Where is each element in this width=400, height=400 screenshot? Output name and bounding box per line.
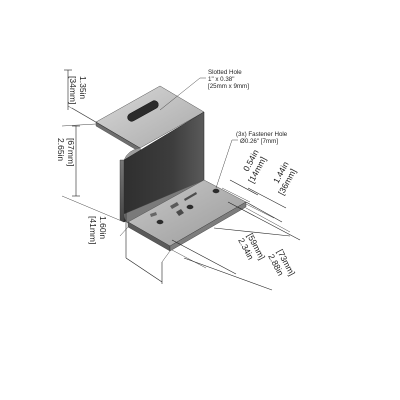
fastener-hole-size: Ø0.26" [7mm] bbox=[240, 138, 278, 145]
dim-height: 2.65in [67mm] bbox=[56, 138, 76, 166]
bracket-body bbox=[95, 85, 247, 252]
dim-overall-width: 2.88in [73mm] bbox=[266, 248, 297, 278]
callout-fastener-hole: (3x) Fastener Hole Ø0.26" [7mm] bbox=[236, 131, 288, 145]
dim-hole-offset: 0.54in [14mm] bbox=[241, 148, 268, 185]
slotted-hole bbox=[127, 100, 159, 122]
dim-hole-spacing: 1.44in [36mm] bbox=[271, 160, 298, 197]
dim-hole-span: 2.34in [59mm] bbox=[236, 232, 267, 262]
slotted-hole-size-mm: [25mm x 9mm] bbox=[208, 83, 249, 90]
logo-emboss bbox=[150, 192, 197, 217]
dimension-lines bbox=[61, 69, 301, 291]
callout-slotted-hole: Slotted Hole 1" x 0.38" [25mm x 9mm] bbox=[208, 69, 249, 90]
dim-base-depth-mm: [41mm] bbox=[88, 216, 98, 244]
dim-top-depth-mm: [34mm] bbox=[68, 76, 78, 104]
dim-height-in: 2.65in bbox=[56, 138, 66, 161]
base-flange-side bbox=[169, 201, 247, 252]
dim-top-depth-in: 1.35in bbox=[78, 76, 88, 99]
vertical-wall-edge bbox=[119, 159, 125, 223]
fastener-holes bbox=[156, 188, 220, 225]
dim-base-depth-in: 1.60in bbox=[98, 216, 108, 239]
dim-height-mm: [67mm] bbox=[66, 138, 76, 166]
slotted-hole-size-in: 1" x 0.38" bbox=[208, 76, 234, 83]
dim-top-depth: 1.35in [34mm] bbox=[68, 76, 88, 104]
slotted-hole-title: Slotted Hole bbox=[208, 69, 242, 76]
fastener-hole-title: (3x) Fastener Hole bbox=[236, 131, 288, 138]
dim-base-depth: 1.60in [41mm] bbox=[88, 216, 108, 244]
